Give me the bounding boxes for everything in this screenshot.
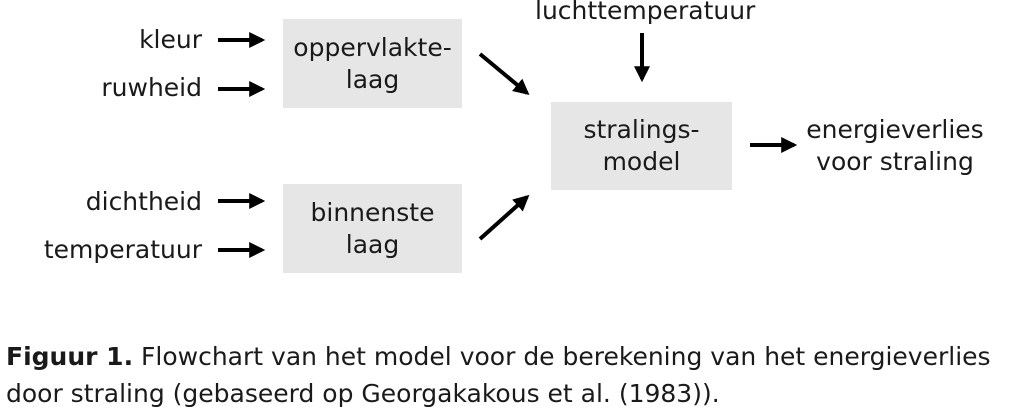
flow-arrows — [218, 32, 798, 258]
surface-layer-label-line1: oppervlakte- — [293, 32, 452, 62]
air-temperature-label: luchttemperatuur — [535, 0, 756, 25]
input-temperatuur: temperatuur — [43, 235, 202, 264]
inner-layer-label-line1: binnenste — [310, 197, 435, 227]
caption-figure-label: Figuur 1. — [6, 342, 134, 371]
input-kleur: kleur — [139, 25, 202, 54]
radiation-model-label-line2: model — [602, 147, 681, 176]
output-label-line1: energieverlies — [806, 115, 984, 144]
inner-layer-label-line2: laag — [345, 229, 400, 259]
surface-layer-box: oppervlakte- laag — [283, 19, 462, 108]
caption-text-line1: Flowchart van het model voor de berekeni… — [133, 342, 991, 371]
radiation-model-label-line1: stralings- — [583, 115, 700, 144]
inner-layer-box: binnenste laag — [283, 184, 462, 273]
arrow-inner-to-model — [478, 194, 530, 241]
surface-layer-label-line2: laag — [345, 64, 400, 94]
flowchart: kleur ruwheid dichtheid temperatuur oppe… — [43, 0, 990, 273]
caption-line1: Figuur 1. Flowchart van het model voor d… — [6, 338, 1021, 375]
arrow-surface-to-model — [478, 52, 530, 96]
output-label-line2: voor straling — [816, 147, 974, 176]
caption-text-line2: door straling (gebaseerd op Georgakakous… — [6, 379, 720, 408]
figure-caption: Figuur 1. Flowchart van het model voor d… — [6, 338, 1021, 412]
radiation-model-box: stralings- model — [551, 102, 732, 190]
input-ruwheid: ruwheid — [101, 73, 202, 102]
input-dichtheid: dichtheid — [85, 187, 202, 216]
output-label: energieverlies voor straling — [800, 114, 990, 178]
